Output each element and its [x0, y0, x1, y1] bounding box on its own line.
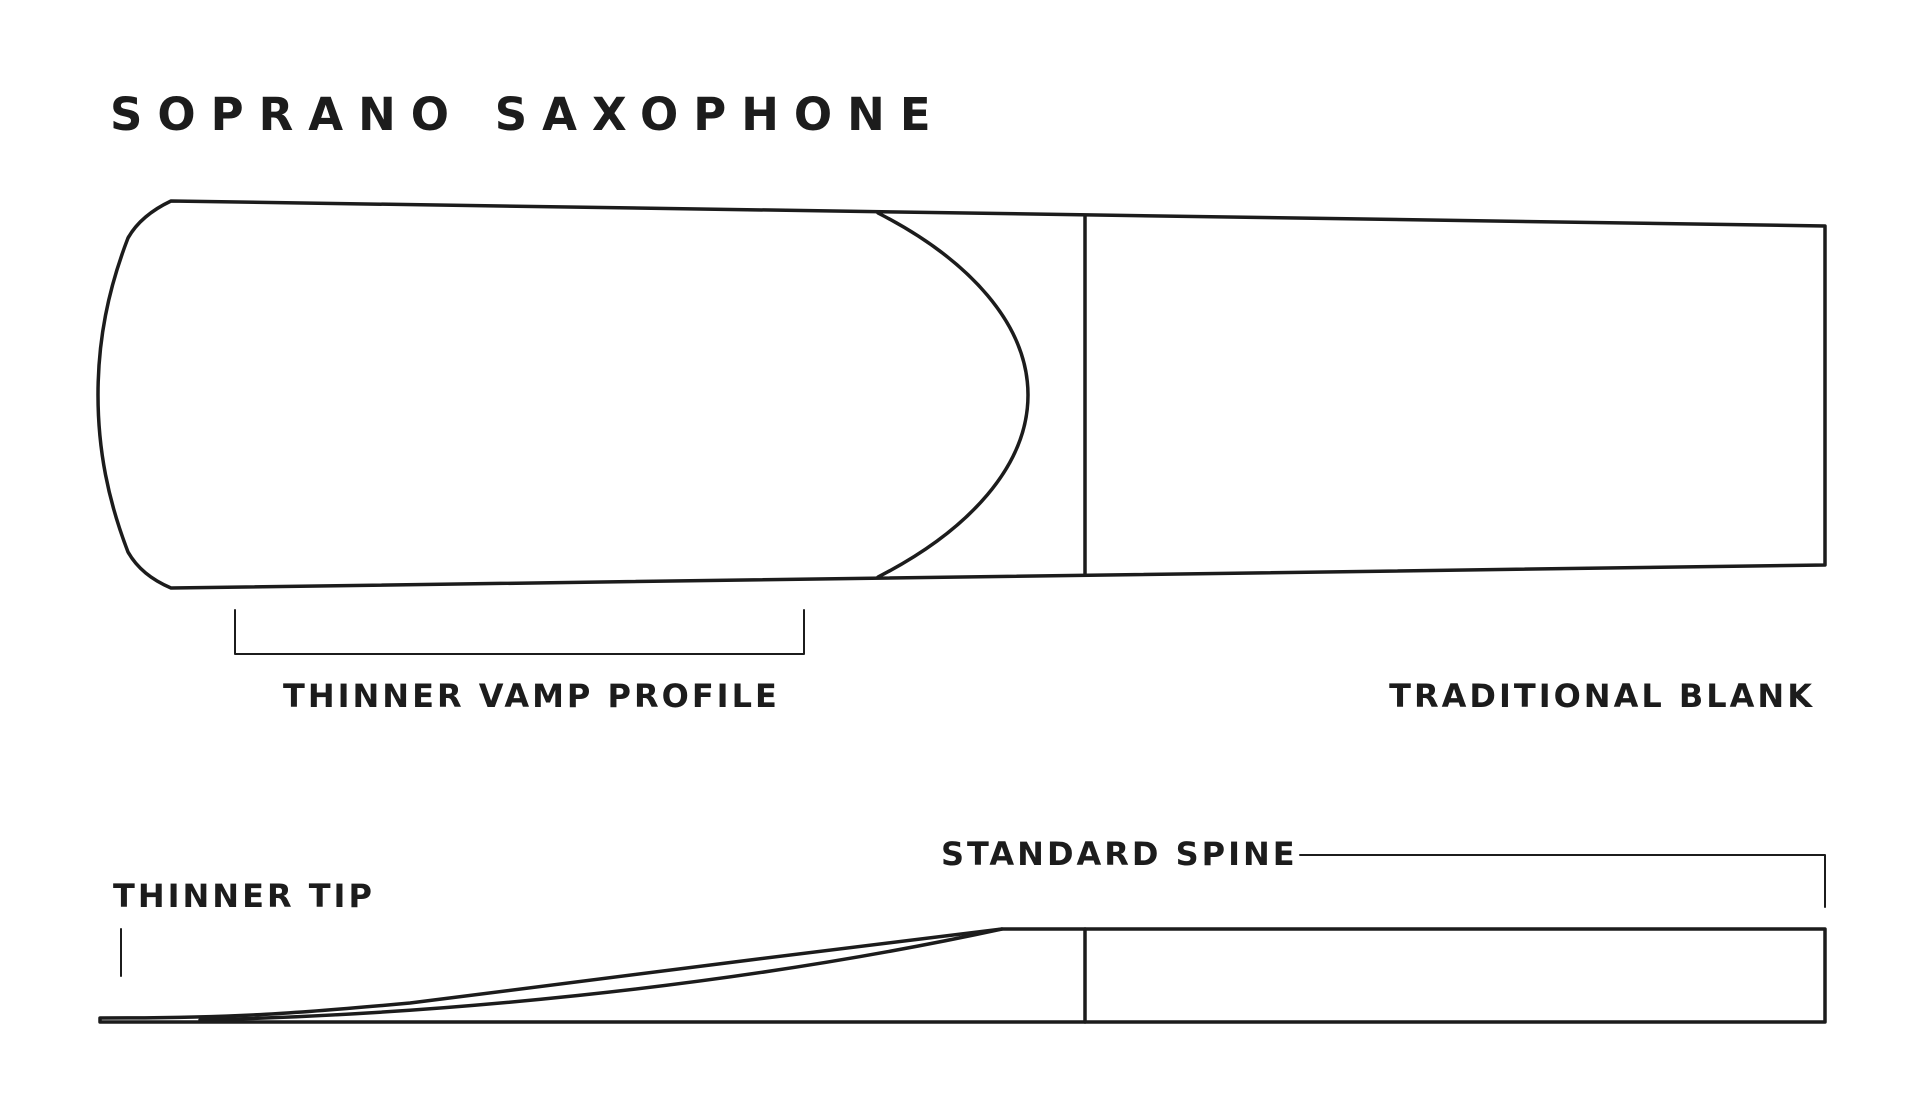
vamp-inner-curve [198, 927, 1004, 1022]
label-thinner-vamp-profile: THINNER VAMP PROFILE [283, 677, 780, 715]
diagram-title: SOPRANO SAXOPHONE [110, 88, 946, 141]
vamp-cut-curve [876, 211, 1030, 579]
spine-bracket [1299, 854, 1826, 908]
label-standard-spine: STANDARD SPINE [941, 835, 1298, 873]
label-traditional-blank: TRADITIONAL BLANK [1389, 677, 1815, 715]
reed-side-profile [98, 927, 1827, 1024]
vamp-profile-bracket [234, 609, 805, 655]
reed-top-outline [96, 199, 1827, 590]
label-thinner-tip: THINNER TIP [113, 877, 375, 915]
